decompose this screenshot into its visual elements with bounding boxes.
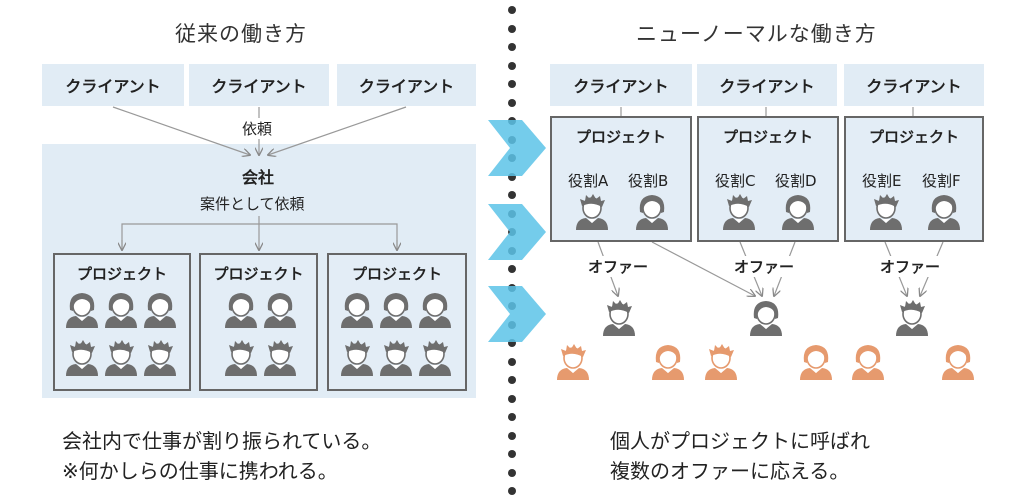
divider-dot [508,339,516,347]
woman-icon [782,195,814,230]
left-title: 従来の働き方 [175,22,307,46]
divider-dot [508,487,516,495]
offer-label: オファー [588,256,649,277]
woman-icon [652,345,684,380]
woman-icon [225,293,257,328]
man-icon [723,194,755,230]
role-label: 役割C [715,172,756,190]
role-label: 役割A [568,172,609,190]
man-icon [264,340,296,376]
woman-icon [942,345,974,380]
case-label: 案件として依頼 [200,195,305,213]
divider-dot [508,450,516,458]
project-title: プロジェクト [213,265,304,283]
woman-icon [66,293,98,328]
man-icon [225,340,257,376]
woman-icon [852,345,884,380]
woman-icon [750,301,782,336]
man-icon [105,340,137,376]
right-client-1: クライアント [550,64,692,106]
divider-dot [508,98,516,107]
woman-icon [928,195,960,230]
divider-dot [508,43,516,51]
right-project-1: プロジェクト 役割A 役割B [550,116,692,242]
woman-icon [636,195,668,230]
role-label: 役割E [862,172,902,190]
man-icon [896,300,928,336]
project-title: プロジェクト [351,265,442,283]
divider-dot [508,191,516,199]
man-icon [380,340,412,376]
divider-dot [508,468,516,477]
divider-dot [508,413,516,421]
request-label: 依頼 [240,118,275,139]
right-client-2: クライアント [697,64,837,106]
company-label: 会社 [242,168,275,187]
role-label: 役割B [628,172,669,190]
divider-dot [508,265,516,273]
woman-icon [800,345,832,380]
divider-dot [508,376,516,384]
man-icon [66,340,98,376]
right-project-2: プロジェクト 役割C 役割D [697,116,839,242]
divider-dot [508,431,516,440]
divider-dot [508,24,516,33]
chevron-arrow-icon [488,286,546,342]
role-label: 役割F [922,172,961,190]
right-title: ニューノーマルな働き方 [636,22,877,46]
right-caption-line1: 個人がプロジェクトに呼ばれ [610,429,870,453]
woman-icon [264,293,296,328]
divider-dot [508,172,516,181]
left-client-1: クライアント [42,64,184,106]
divider-dot [508,6,516,14]
divider-dot [508,357,516,366]
woman-icon [341,293,373,328]
man-icon [603,300,635,336]
project-title: プロジェクト [868,128,959,146]
offer-label: オファー [734,256,795,277]
divider-dot [508,394,516,403]
right-project-3: プロジェクト 役割E 役割F [844,116,984,242]
woman-icon [419,293,451,328]
man-icon [705,344,737,380]
project-title: プロジェクト [76,265,167,283]
project-title: プロジェクト [575,128,666,146]
man-icon [870,194,902,230]
offer-label: オファー [880,256,941,277]
chevron-arrow-icon [488,204,546,260]
right-caption-line2: 複数のオファーに応える。 [610,459,850,483]
divider-dot [508,80,516,88]
man-icon [576,194,608,230]
role-label: 役割D [775,172,817,190]
project-title: プロジェクト [722,128,813,146]
man-icon [341,340,373,376]
man-icon [557,344,589,380]
divider-dot [508,61,516,70]
woman-icon [380,293,412,328]
left-client-2: クライアント [189,64,329,106]
left-project-2: プロジェクト [199,253,318,391]
left-caption-line2: ※何かしらの仕事に携われる。 [62,459,338,483]
right-client-3: クライアント [844,64,984,106]
woman-icon [144,293,176,328]
man-icon [144,340,176,376]
man-icon [419,340,451,376]
left-caption-line1: 会社内で仕事が割り振られている。 [62,429,382,453]
left-client-3: クライアント [337,64,476,106]
chevron-arrow-icon [488,120,546,176]
woman-icon [105,293,137,328]
